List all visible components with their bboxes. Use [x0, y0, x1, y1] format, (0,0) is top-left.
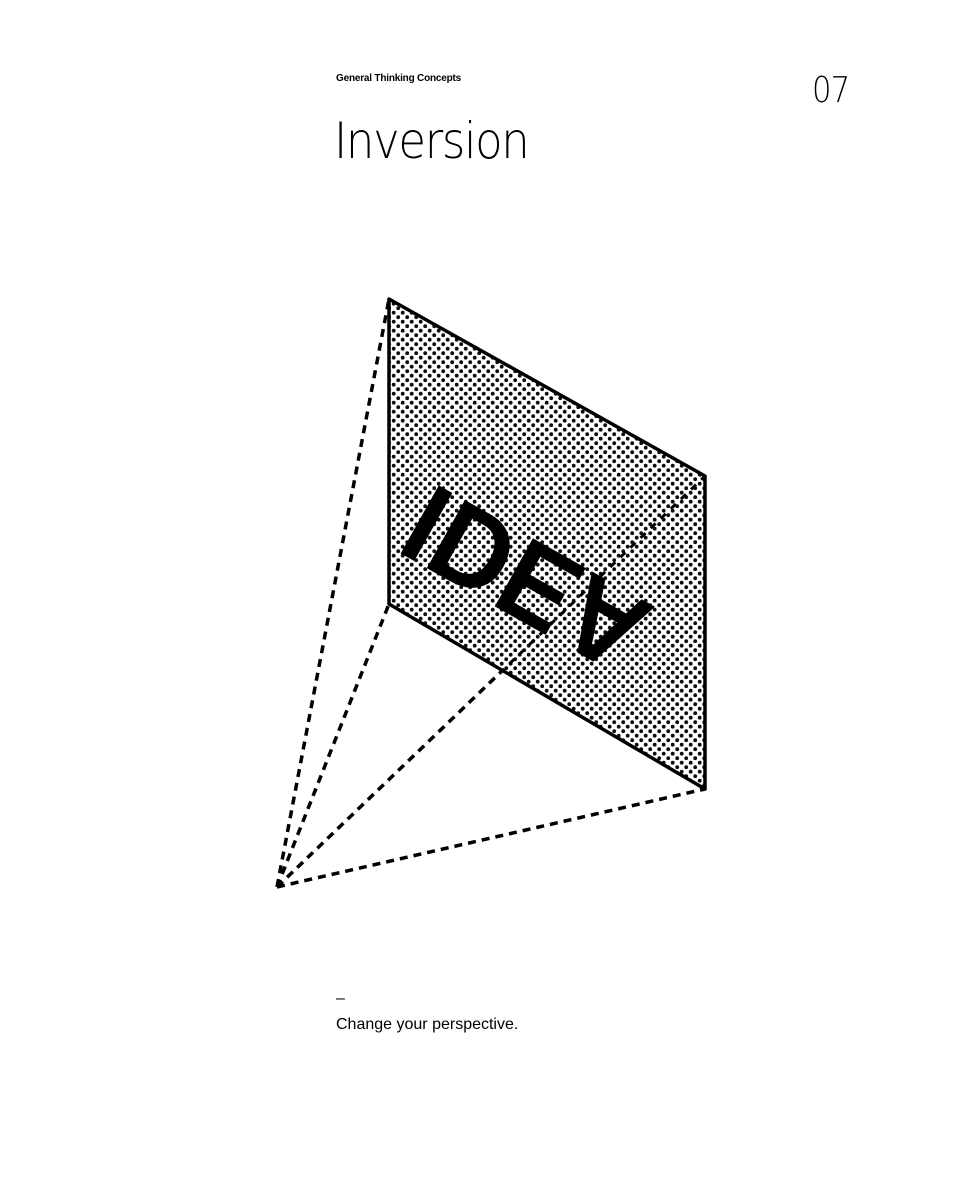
- idea-panel: IDEA: [387, 297, 707, 791]
- ray-bottom-left: [275, 603, 391, 888]
- page-number: 07: [812, 70, 850, 111]
- ray-top-left: [275, 298, 391, 888]
- caption: Change your perspective.: [336, 1016, 519, 1033]
- section-label: General Thinking Concepts: [336, 73, 462, 84]
- page-title: Inversion: [334, 112, 530, 170]
- ray-bottom-right: [276, 787, 706, 889]
- caption-dash: –: [336, 990, 345, 1007]
